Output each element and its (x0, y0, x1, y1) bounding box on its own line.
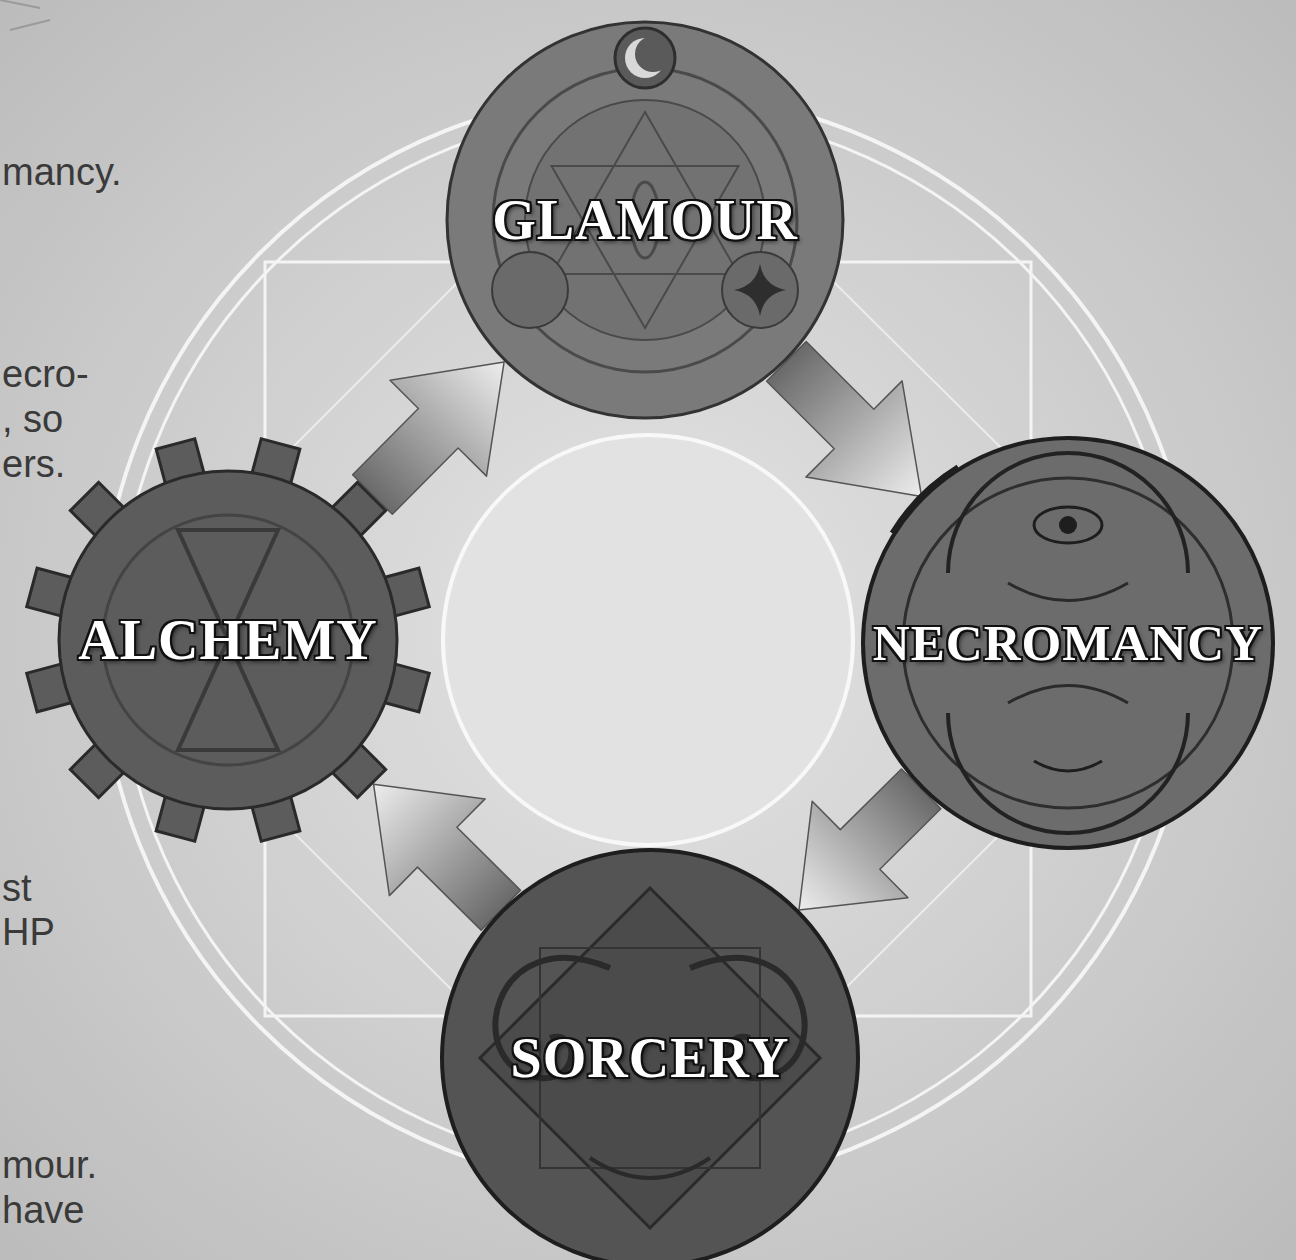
sorcery-disc (442, 850, 858, 1260)
cycle-arrow (767, 342, 922, 497)
closed-eye-symbol (1034, 761, 1102, 771)
school-name: SORCERY (511, 1030, 790, 1086)
page-text-fragment: ers. (2, 442, 65, 486)
small-emblem (492, 252, 568, 328)
sorcery-diamond (480, 888, 820, 1228)
moon-emblem (615, 28, 675, 88)
page-text-fragment: have (2, 1188, 84, 1232)
center-circle (443, 435, 853, 845)
gear-body (59, 471, 397, 809)
page-text-fragment: ecro- (2, 352, 89, 396)
necromancy-disc (863, 438, 1273, 848)
upper-arc (948, 453, 1188, 573)
glamour-disc (447, 22, 843, 418)
cycle-arrow (799, 769, 941, 910)
crescent-shadow (635, 36, 671, 72)
eye-symbol (1034, 507, 1102, 543)
page-text-fragment: , so (2, 397, 63, 441)
page-text-fragment: mour. (2, 1143, 97, 1187)
school-name: GLAMOUR (492, 192, 798, 248)
small-emblem (722, 252, 798, 328)
glamour-ring (493, 68, 797, 372)
sorcery-mouth (590, 1158, 710, 1178)
necromancy-medallion: NECROMANCY (861, 436, 1275, 850)
cycle-arrow (353, 362, 505, 514)
glamour-medallion: GLAMOUR (445, 20, 845, 420)
page-text-fragment: st (2, 866, 32, 910)
cycle-arrow (374, 784, 521, 930)
school-name: NECROMANCY (873, 617, 1263, 668)
lower-arc (948, 713, 1188, 833)
notch-edge (892, 467, 958, 533)
corner-scratch (0, 0, 50, 30)
eye-pupil (1059, 516, 1077, 534)
sorcery-medallion: SORCERY (440, 848, 860, 1260)
page-text-fragment: HP (2, 910, 55, 954)
star-emblem (734, 264, 786, 316)
alchemy-gear: ALCHEMY (23, 435, 433, 845)
school-name: ALCHEMY (78, 612, 377, 668)
page-text-fragment: mancy. (2, 150, 122, 194)
